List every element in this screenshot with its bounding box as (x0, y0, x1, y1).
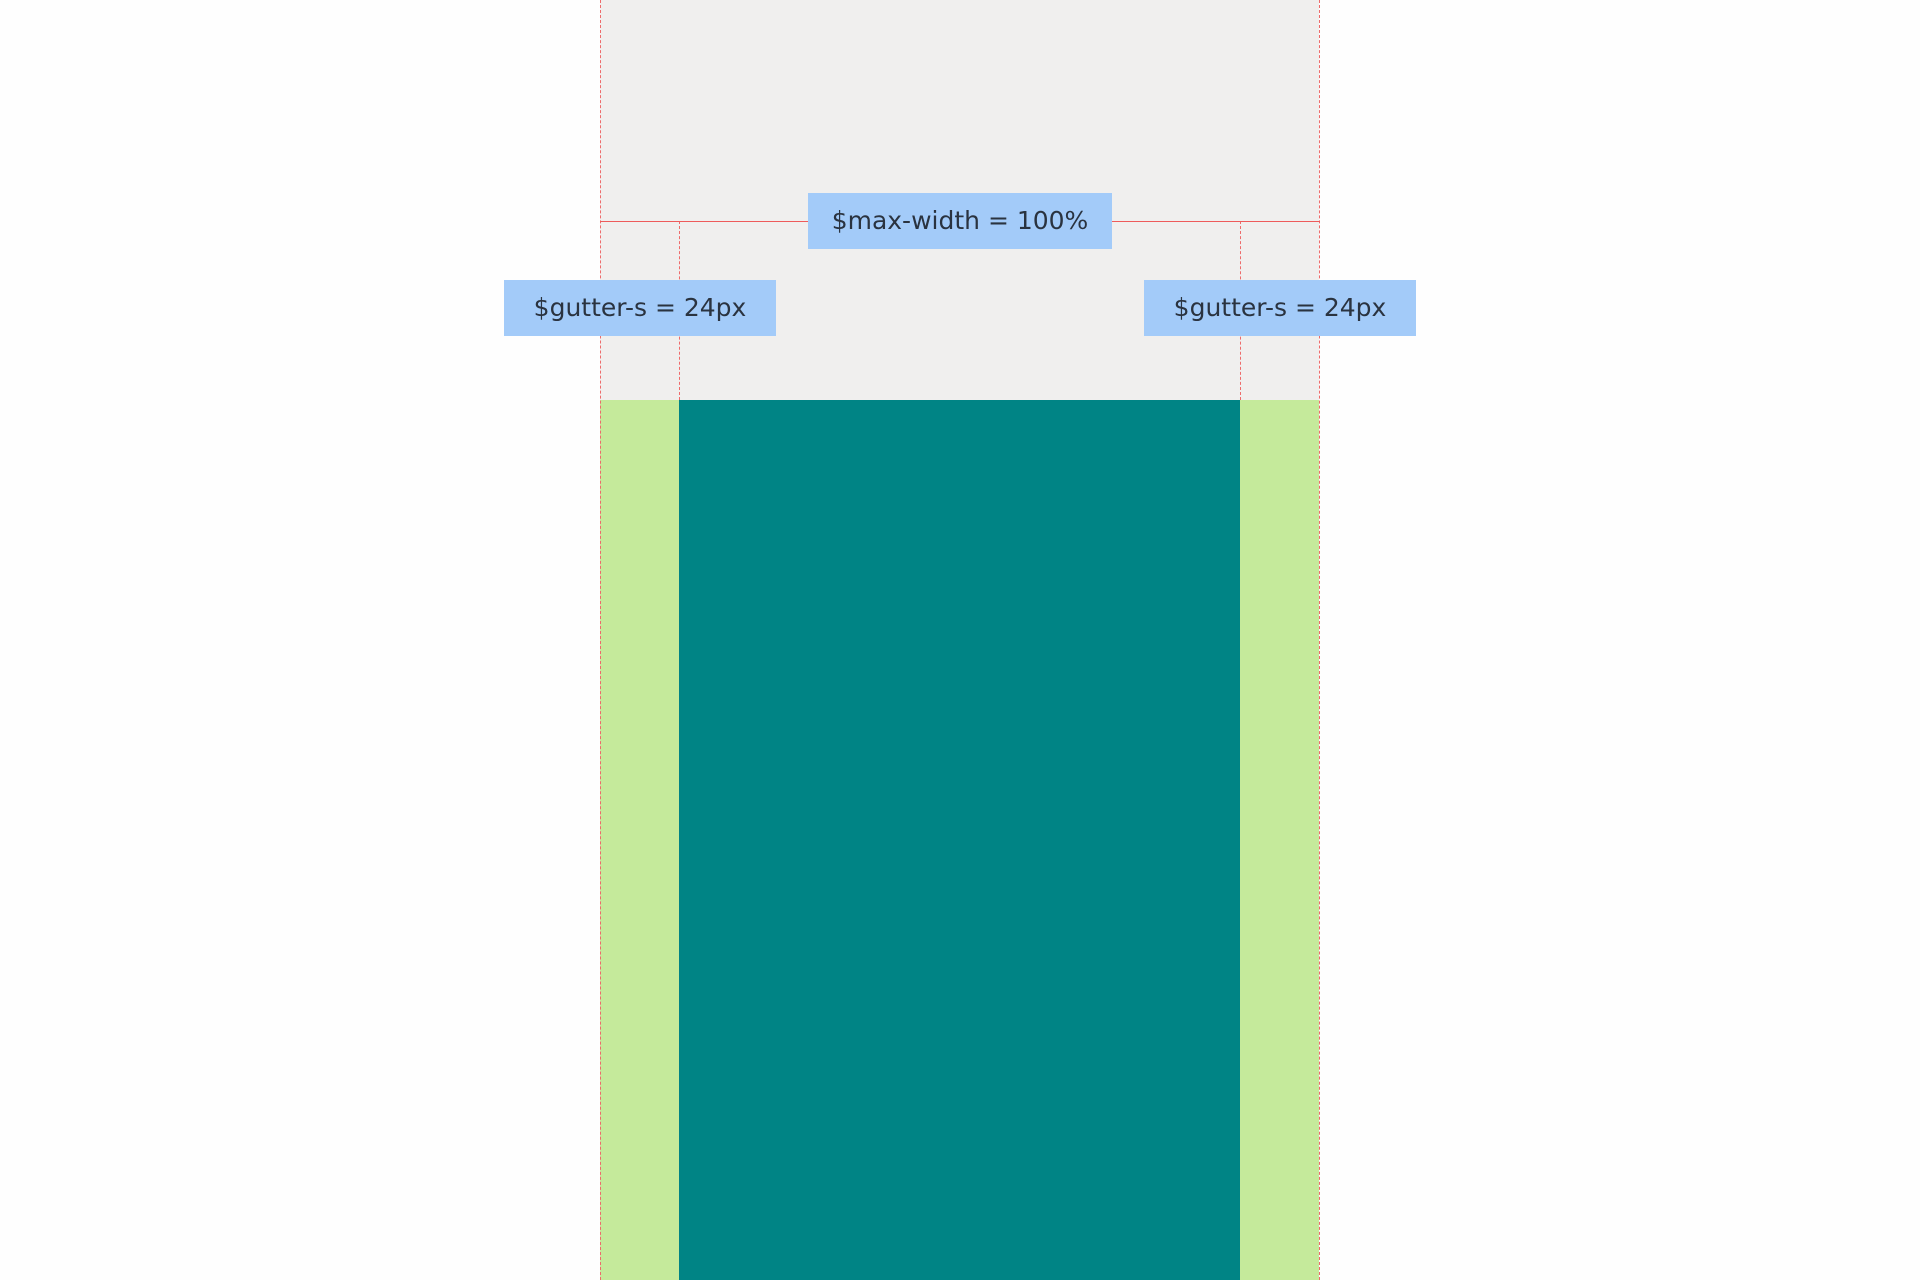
outer-right-guide (1319, 0, 1320, 1280)
gutter-right-label: $gutter-s = 24px (1144, 280, 1416, 336)
outer-left-guide (600, 0, 601, 1280)
max-width-label: $max-width = 100% (808, 193, 1112, 249)
right-gutter (1240, 400, 1319, 1280)
content-column (679, 400, 1240, 1280)
gutter-left-label: $gutter-s = 24px (504, 280, 776, 336)
left-gutter (600, 400, 679, 1280)
